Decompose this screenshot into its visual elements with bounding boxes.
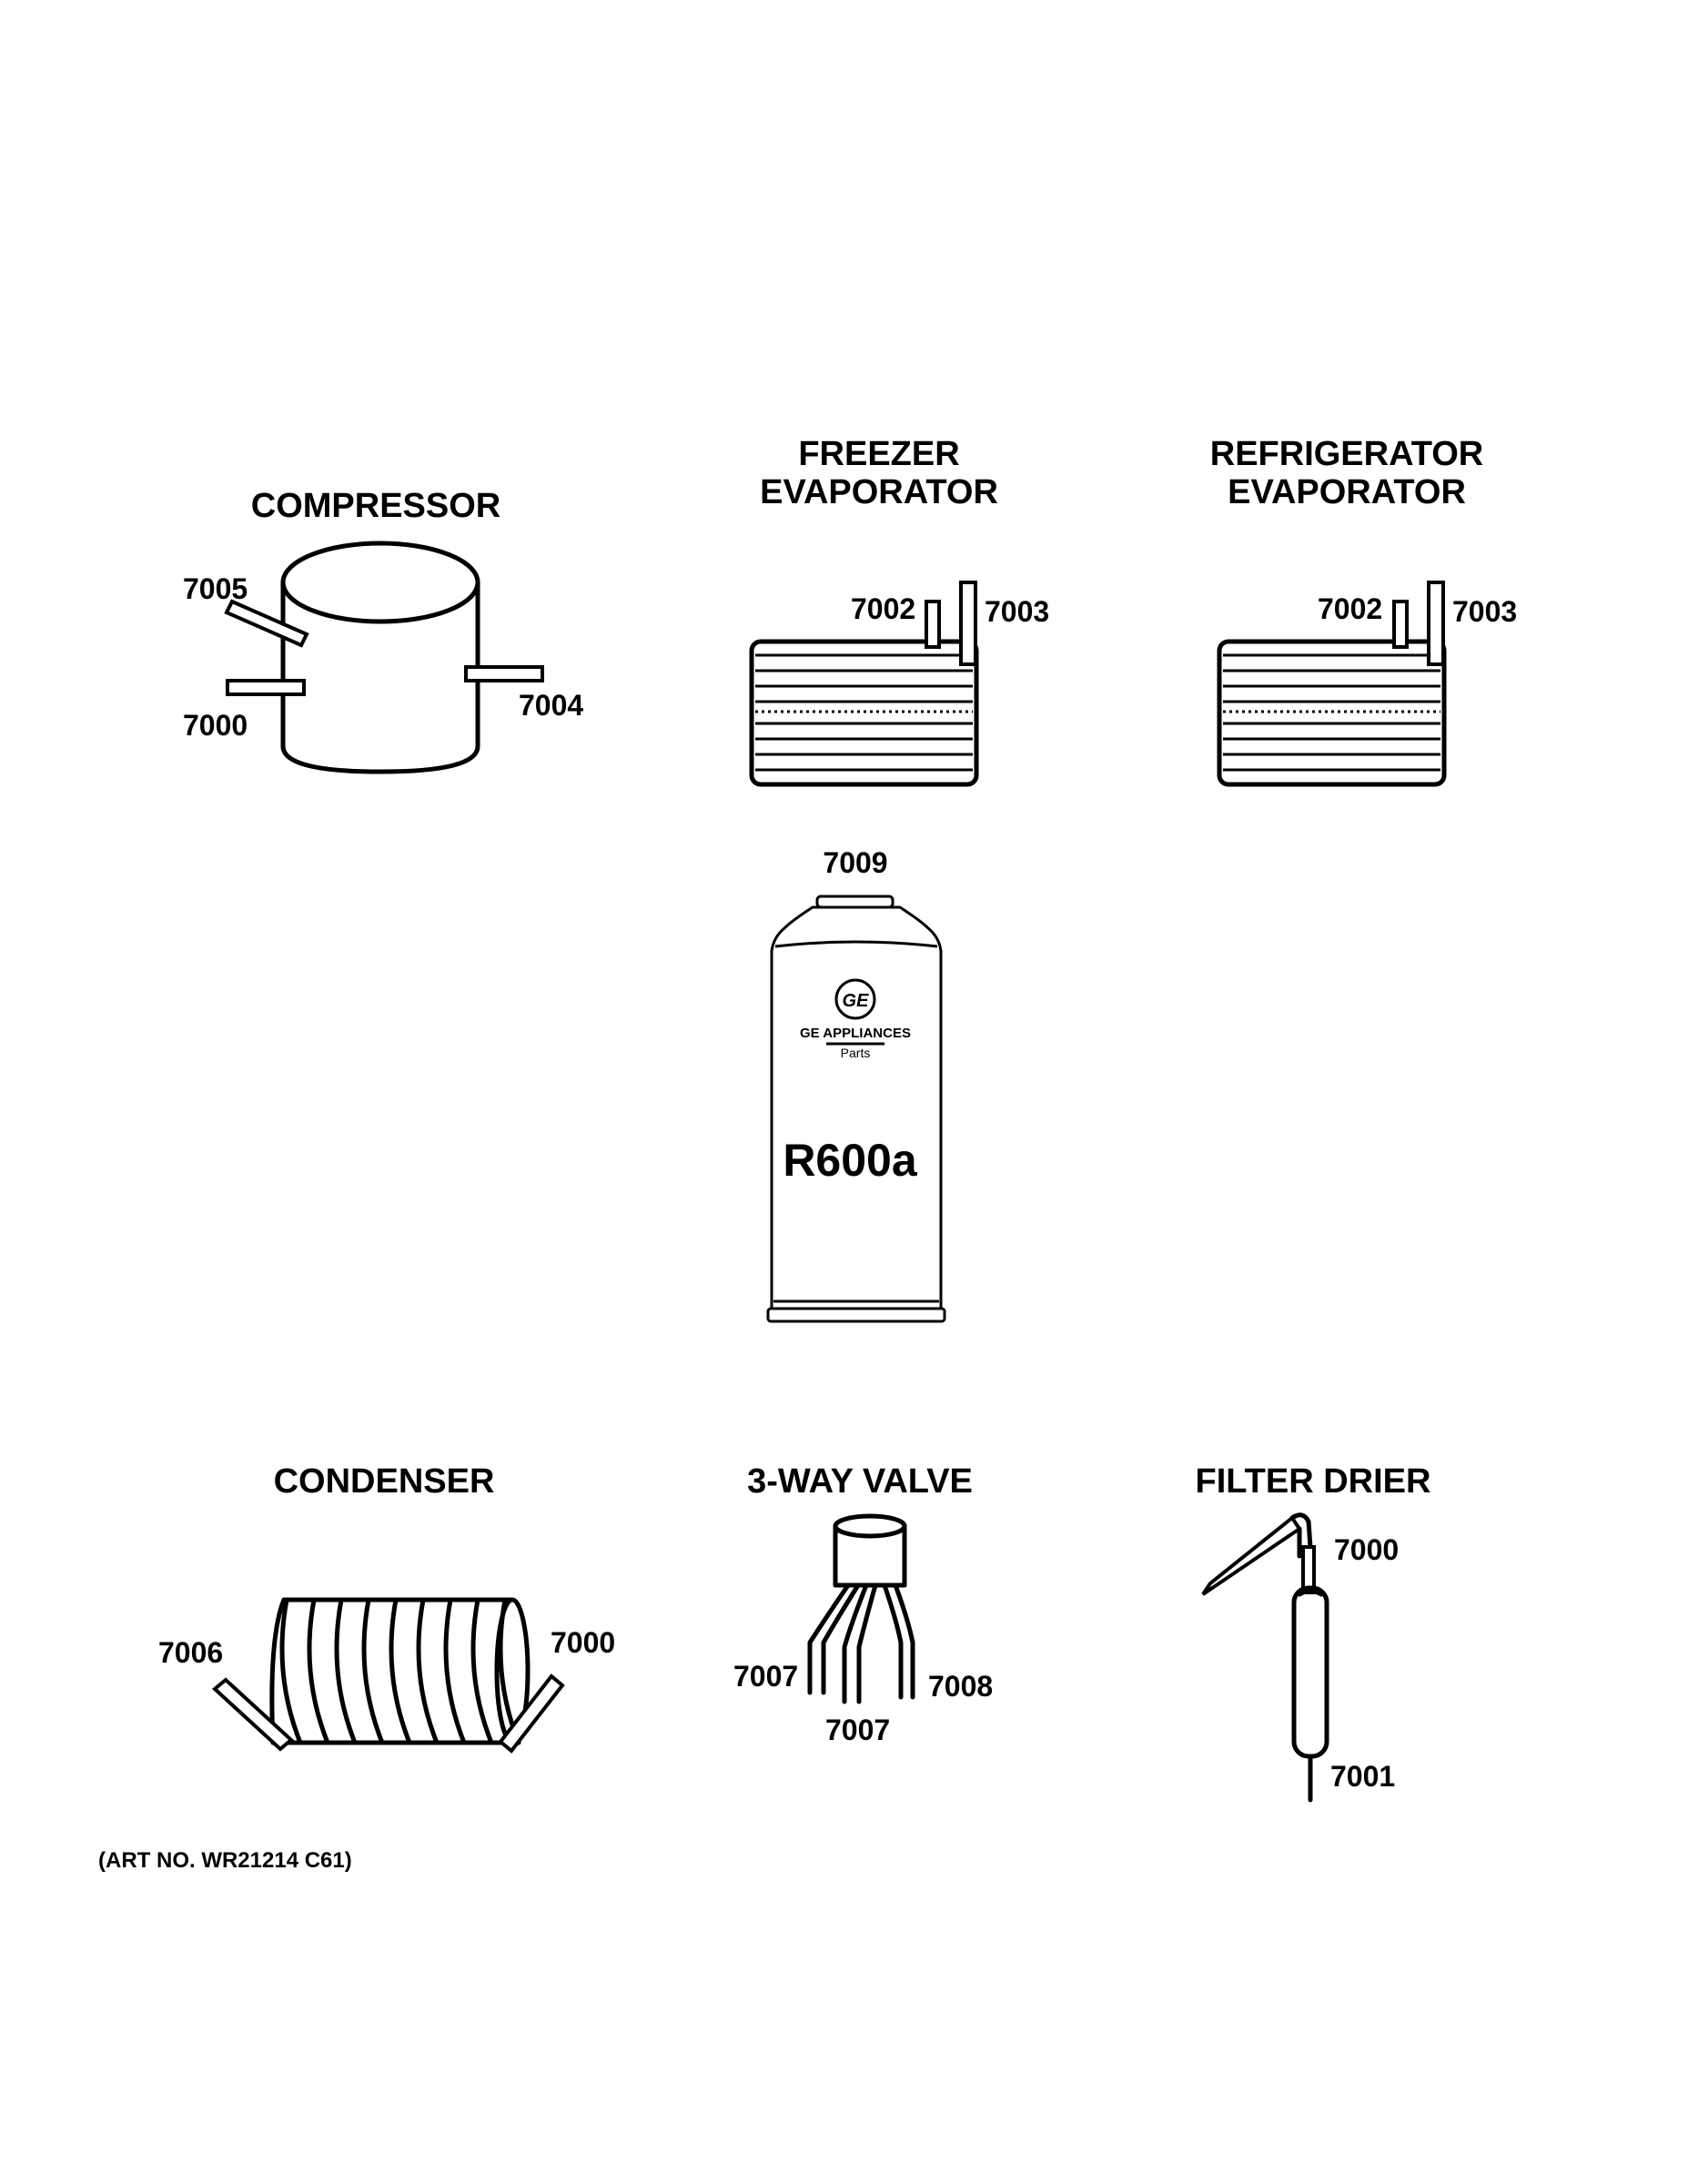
callout-7000-drier: 7000 xyxy=(1334,1533,1399,1566)
condenser-icon xyxy=(211,1597,565,1754)
freezer-evaporator-title-line2: EVAPORATOR xyxy=(760,473,998,511)
callout-7002-ref: 7002 xyxy=(1318,592,1382,625)
callout-7003-ref: 7003 xyxy=(1452,595,1517,628)
brand-sub: Parts xyxy=(841,1046,871,1060)
filter-drier-group: FILTER DRIER 7000 7001 xyxy=(1196,1462,1431,1803)
callout-7003: 7003 xyxy=(985,595,1049,628)
callout-7007-left: 7007 xyxy=(733,1660,798,1693)
callout-7006: 7006 xyxy=(158,1636,223,1669)
three-way-valve-group: 3-WAY VALVE 7007 7007 7008 xyxy=(733,1462,993,1746)
freezer-evaporator-icon xyxy=(749,581,979,787)
freezer-evaporator-title-line1: FREEZER xyxy=(798,435,959,473)
refrigerator-evaporator-icon xyxy=(1217,581,1447,787)
compressor-group: COMPRESSOR 7005 7000 7004 xyxy=(183,487,583,774)
callout-7001: 7001 xyxy=(1330,1760,1395,1793)
callout-7009: 7009 xyxy=(823,846,887,879)
callout-7007-bottom: 7007 xyxy=(825,1714,890,1746)
three-way-valve-icon xyxy=(807,1513,915,1704)
compressor-icon xyxy=(224,541,544,774)
refrigerant-can-group: 7009 GE GE APPLIANCES Parts R600a xyxy=(766,846,946,1323)
compressor-title: COMPRESSOR xyxy=(251,487,500,525)
filter-drier-icon xyxy=(1201,1512,1329,1803)
callout-7008: 7008 xyxy=(928,1670,993,1703)
callout-7000: 7000 xyxy=(183,709,248,742)
callout-7004: 7004 xyxy=(519,689,583,722)
refrigerator-evaporator-title-line2: EVAPORATOR xyxy=(1228,473,1466,511)
three-way-valve-title: 3-WAY VALVE xyxy=(747,1462,973,1501)
condenser-title: CONDENSER xyxy=(274,1462,495,1501)
brand-name: GE APPLIANCES xyxy=(800,1026,911,1041)
refrigerator-evaporator-title-line1: REFRIGERATOR xyxy=(1210,435,1484,473)
ge-logo-text: GE xyxy=(843,991,870,1011)
refrigerant-can-icon: GE GE APPLIANCES Parts R600a xyxy=(766,895,946,1323)
freezer-evaporator-group: FREEZER EVAPORATOR 7002 7003 xyxy=(749,435,1049,787)
condenser-group: CONDENSER 7006 7000 xyxy=(158,1462,615,1754)
art-number: (ART NO. WR21214 C61) xyxy=(98,1848,352,1873)
callout-7005: 7005 xyxy=(183,572,248,605)
ge-logo-icon xyxy=(834,978,876,1020)
callout-7002: 7002 xyxy=(851,592,915,625)
filter-drier-title: FILTER DRIER xyxy=(1196,1462,1431,1501)
product-name: R600a xyxy=(783,1135,918,1186)
callout-7000-condenser: 7000 xyxy=(551,1626,615,1659)
refrigerator-evaporator-group: REFRIGERATOR EVAPORATOR 7002 7003 xyxy=(1210,435,1517,787)
